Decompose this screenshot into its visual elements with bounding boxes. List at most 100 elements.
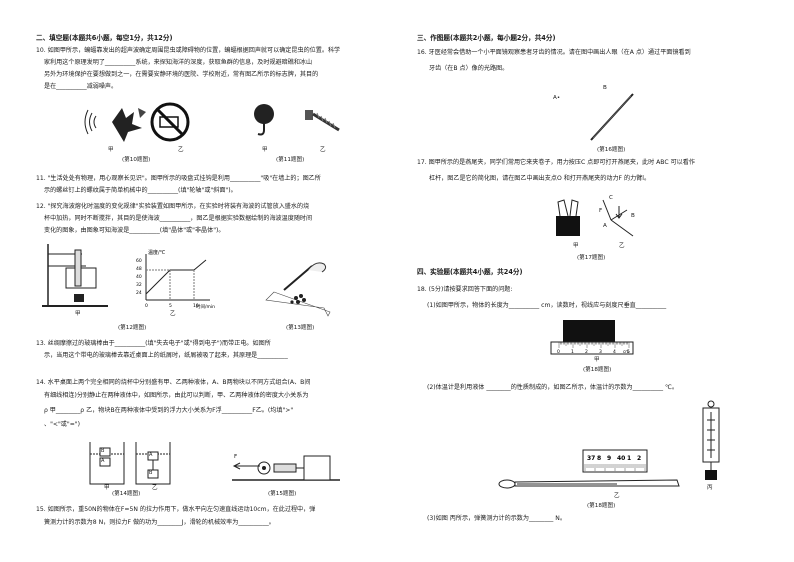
q18-caption-1: (第18题图) [583, 367, 612, 373]
therm-number: 37 [587, 455, 595, 462]
lever-diagram [602, 199, 634, 237]
q11-fig-yi: 乙 [320, 147, 326, 153]
bat-sound-figure [84, 108, 146, 142]
q12-caption: (第12题图) [118, 325, 147, 331]
q11-line-2: 示的螺丝钉上的螺纹属于简单机械中的__________(填"轮轴"或"斜面")。 [44, 187, 237, 194]
q17-label-C: C [609, 195, 613, 201]
q10-line-4: 是在__________减弱噪声。 [44, 83, 118, 90]
q13-line-1: 13. 丝绸摩擦过的玻璃棒由于__________(填"失去电子"或"得到电子"… [36, 340, 271, 347]
q18-part3: (3)如图 丙所示，弹簧测力计的示数为________ N。 [427, 515, 566, 522]
q13-line-2: 示，当用这个带电的玻璃棒去靠近桌面上的纸屑时，纸屑被吸了起来，其原理是_____… [44, 352, 288, 359]
section3-title: 三、作图题(本题共2小题，每小题2分，共4分) [417, 34, 556, 42]
q14-line-4: 、"<"或"=") [44, 421, 80, 428]
q18-caption-2: (第18题图) [587, 503, 616, 509]
q12-fig-jia: 甲 [75, 311, 81, 317]
q14-caption: (第14题图) [112, 491, 141, 497]
q16-point-A: A• [553, 95, 561, 101]
q11-fig-jia: 甲 [262, 147, 268, 153]
pulley-figure [232, 455, 340, 481]
q16-line-2: 牙齿（在B 点）像的光路图。 [429, 65, 509, 72]
q10-fig-yi: 乙 [178, 147, 184, 153]
suction-hook-figure [254, 104, 274, 136]
q18-fig-yi: 乙 [614, 493, 620, 499]
graph-ytick: 32 [136, 282, 142, 288]
q16-caption: (第16题图) [597, 147, 626, 153]
therm-number: 40 [617, 455, 625, 462]
q17-caption: (第17题图) [577, 255, 606, 261]
graph-guide-lines [146, 269, 195, 300]
q11-line-1: 11. "生活处处有物理，用心观察长见识"。图甲所示的吸盘式挂钩是利用_____… [36, 175, 321, 182]
ruler-tick-label: 2 [585, 349, 588, 355]
ruler-tick-label: 1 [571, 349, 574, 355]
q17-label-F: F [599, 208, 603, 214]
q17-label-A: A [603, 223, 607, 229]
q18-part2: (2)体温计是利用液体 ________的性质制成的，如图乙所示，体温计的示数为… [427, 384, 678, 391]
q12-line-1: 12. "探究海波熔化时温度的变化规律"实验装置如图甲所示，在实验时将装有海波的… [36, 203, 310, 210]
ruler-unit: cm [623, 349, 629, 354]
q17-fig-jia: 甲 [573, 243, 579, 249]
therm-number: 9 [607, 455, 611, 462]
heating-apparatus-figure [42, 244, 108, 307]
q10-fig-jia: 甲 [108, 147, 114, 153]
q14-fig-yi: 乙 [152, 485, 158, 491]
therm-number: 2 [637, 455, 641, 462]
binder-clip-figure [556, 199, 580, 236]
q18-part1: (1)如图甲所示，物体的长度为__________ cm，读数时，视线应与刻度尺… [427, 302, 667, 309]
therm-number: 1 [627, 455, 631, 462]
q18-fig-bing: 丙 [707, 485, 713, 491]
graph-xtick: 5 [169, 303, 172, 309]
melting-graph-figure: 温度/℃ 时间/min 60 48 40 32 24 0 5 10 [136, 249, 215, 310]
mirror-figure [590, 93, 634, 141]
q15-line-2: 簧测力计的示数为8 N，则拉力F 做的功为________J，滑轮的机械效率为_… [44, 519, 275, 526]
q10-line-2: 家利用这个原理发明了__________系统，来探知海洋的深度，获取鱼群的信息，… [44, 59, 313, 66]
beakers-figure [89, 442, 171, 485]
q13-caption: (第13题图) [286, 325, 315, 331]
q14-line-1: 14. 水平桌面上两个完全相同的烧杯中分别盛有甲、乙两种液体，A、B两物块以不同… [36, 379, 311, 386]
q10-line-3: 另外为环境保护在要想做到之一，在需要安静环境的医院、学校附近，常有图乙所示的标志… [44, 71, 319, 78]
q12-line-3: 变化的图象，由图象可知海波是__________(填"晶体"或"非晶体")。 [44, 227, 225, 234]
graph-ytick: 48 [136, 266, 142, 272]
q14-label-A2: A [149, 452, 153, 458]
q17-line-1: 17. 图甲所示的是燕尾夹，同学们常用它来夹卷子，用力按压C 点即可打开燕尾夹，… [417, 159, 695, 166]
q14-line-3: ρ 甲________ρ 乙，物块B在两种液体中受到的浮力大小关系为F浮____… [44, 407, 294, 414]
q15-label-F: F [234, 454, 238, 460]
q14-line-2: 有细线相连)分别静止在两种液体中，如图所示，由此可以判断，甲、乙两种液体的密度大… [44, 392, 309, 399]
graph-ytick: 40 [136, 274, 142, 280]
q15-line-1: 15. 如图所示，重50N的物体在F=5N 的拉力作用下，做水平向左匀速直线运动… [36, 506, 316, 513]
q16-line-1: 16. 牙医经常会借助一个小平面镜观察患者牙齿的情况。请在图中画出人眼（在A 点… [417, 49, 691, 56]
q17-fig-yi: 乙 [619, 243, 625, 249]
glass-rod-figure [265, 262, 331, 317]
screw-figure [305, 110, 340, 132]
section4-title: 四、实验题(本题共4小题，共24分) [417, 268, 523, 276]
ruler-tick-label: 4 [613, 349, 616, 355]
graph-xtick: 10 [193, 303, 199, 309]
q16-point-B: B [603, 85, 607, 91]
q15-caption: (第15题图) [268, 491, 297, 497]
ruler-tick-label: 5 [627, 349, 630, 355]
graph-xlabel: 时间/min [196, 303, 215, 310]
graph-ylabel: 温度/℃ [148, 249, 166, 256]
graph-xtick: 0 [145, 303, 148, 309]
section2-title: 二、填空题(本题共6小题，每空1分，共12分) [36, 34, 173, 42]
graph-ytick: 60 [136, 258, 142, 264]
graph-ytick: 24 [136, 290, 142, 296]
q14-label-A1: A [101, 458, 105, 464]
ruler-tick-label: 3 [599, 349, 602, 355]
q17-label-B: B [631, 213, 635, 219]
q14-label-B2: B [149, 470, 153, 476]
q11-caption: (第11题图) [276, 157, 305, 163]
q18-intro: 18. (5分)请按要求回答下面的问题: [417, 286, 513, 293]
q10-caption: (第10题图) [122, 157, 151, 163]
spring-scale-figure [702, 400, 720, 480]
melting-curve [145, 259, 207, 295]
q12-fig-yi: 乙 [170, 311, 176, 317]
no-horn-sign-figure [150, 102, 190, 142]
q12-line-2: 杯中加热，同时不断搅拌，其目的是使海波__________，图乙是根据实验数据绘… [44, 215, 313, 222]
q10-line-1: 10. 如图甲所示，蝙蝠靠发出的超声波确定周围昆虫或障碍物的位置，蝙蝠根据回声就… [36, 47, 341, 54]
q18-fig-jia: 甲 [594, 357, 600, 363]
q17-line-2: 杠杆，图乙是它的简化图，请在图乙中画出支点O 和打开燕尾夹的动力F 的力臂l。 [429, 175, 651, 182]
therm-number: 8 [597, 455, 601, 462]
q14-fig-jia: 甲 [104, 485, 110, 491]
